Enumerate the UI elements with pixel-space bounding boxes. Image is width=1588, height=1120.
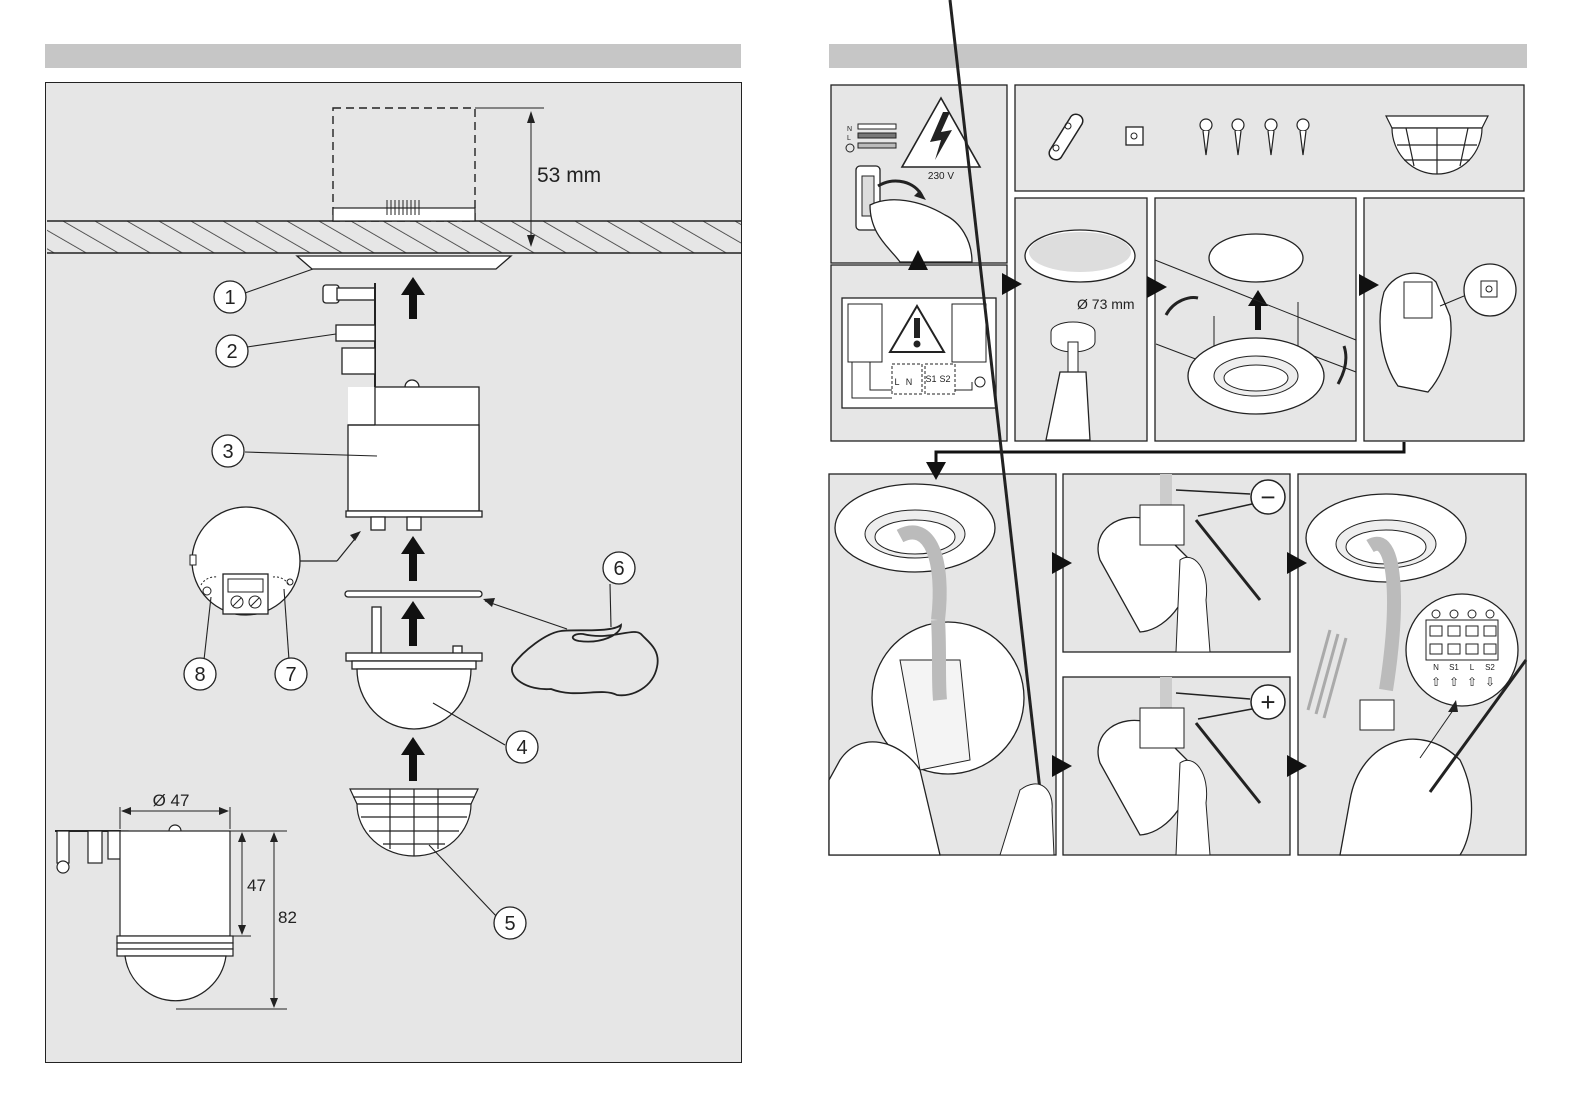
cable-clamp-icon	[1049, 114, 1083, 160]
panel-drill	[1015, 198, 1147, 441]
lens-cover	[350, 789, 478, 856]
callout-4: 4	[516, 737, 527, 759]
ceiling-plate	[297, 256, 511, 269]
screws-icon	[1200, 119, 1309, 155]
wiring-label-n: N	[906, 377, 913, 387]
panel-strip-plus	[1063, 677, 1290, 855]
minus-label: −	[1260, 482, 1275, 512]
parts-overview	[1049, 114, 1488, 174]
spring-clip	[512, 625, 658, 695]
svg-text:L: L	[847, 135, 851, 142]
panel-cable	[829, 474, 1056, 855]
voltage-label: 230 V	[928, 171, 954, 182]
hole-diameter-label: Ø 73 mm	[1077, 296, 1135, 312]
body-height-label: 47	[247, 876, 266, 895]
panel-parts	[1015, 85, 1524, 191]
wiring-label-l: L	[894, 377, 899, 387]
callout-2: 2	[226, 341, 237, 363]
warning-icon	[890, 306, 944, 352]
wiring-warning-step: L N S1 S2	[842, 273, 1022, 408]
callout-8: 8	[194, 664, 205, 686]
plus-icon	[1251, 685, 1285, 719]
plus-label: +	[1260, 687, 1275, 717]
ceiling-section	[47, 221, 741, 253]
diameter-label: Ø 47	[153, 791, 190, 810]
high-voltage-icon	[902, 98, 980, 167]
svg-text:⇩: ⇩	[1485, 675, 1495, 689]
svg-text:⇧: ⇧	[1467, 675, 1477, 689]
callout-5: 5	[504, 913, 515, 935]
power-off-step: N L 230 V	[846, 98, 980, 270]
panel-strip-minus	[1063, 474, 1290, 652]
install-space-outline	[333, 108, 475, 221]
terminal-label-l: L	[1470, 663, 1475, 672]
frame-insert-step	[1155, 234, 1379, 414]
adjustment-detail	[190, 507, 361, 615]
dimension-drawing	[55, 825, 233, 1001]
callout-3: 3	[222, 441, 233, 463]
wiring-label-s1: S1	[925, 374, 936, 384]
cable-pull-through-step	[829, 0, 1072, 855]
panel-terminal-clamp	[1364, 198, 1524, 441]
panel-frame-insert	[1155, 198, 1356, 441]
minus-icon	[1251, 480, 1285, 514]
terminal-block-icon	[1126, 127, 1143, 145]
total-height-label: 82	[278, 908, 297, 927]
callout-1: 1	[224, 287, 235, 309]
wiring-label-s2: S2	[939, 374, 950, 384]
sensor-body	[323, 283, 482, 530]
connect-terminals-step: N S1 L S2 ⇧ ⇧ ⇧ ⇩	[1306, 494, 1526, 855]
drill-hole-step: Ø 73 mm	[1025, 230, 1167, 440]
callout-6: 6	[613, 558, 624, 580]
panel-warning	[831, 265, 1007, 441]
strip-minus-step: −	[1098, 474, 1307, 652]
panel-connect	[1298, 474, 1526, 855]
strip-plus-step: +	[1098, 677, 1307, 855]
right-header-bar	[829, 44, 1527, 68]
exploded-view-panel: 53 mm	[45, 82, 742, 1063]
terminal-label-s1: S1	[1449, 663, 1459, 672]
callout-7: 7	[285, 664, 296, 686]
terminal-label-n: N	[1433, 663, 1439, 672]
terminal-label-s2: S2	[1485, 663, 1495, 672]
left-header-bar	[45, 44, 741, 68]
exploded-view-diagram: 53 mm	[46, 83, 743, 1064]
mounting-depth-label: 53 mm	[537, 164, 601, 187]
lens-cover-icon	[1386, 116, 1488, 174]
panel-power-off	[831, 85, 1007, 263]
wall-switch-icon	[856, 166, 880, 230]
terminal-clamp-step	[1380, 264, 1516, 392]
svg-text:⇧: ⇧	[1449, 675, 1459, 689]
svg-text:⇧: ⇧	[1431, 675, 1441, 689]
svg-text:N: N	[847, 126, 852, 133]
